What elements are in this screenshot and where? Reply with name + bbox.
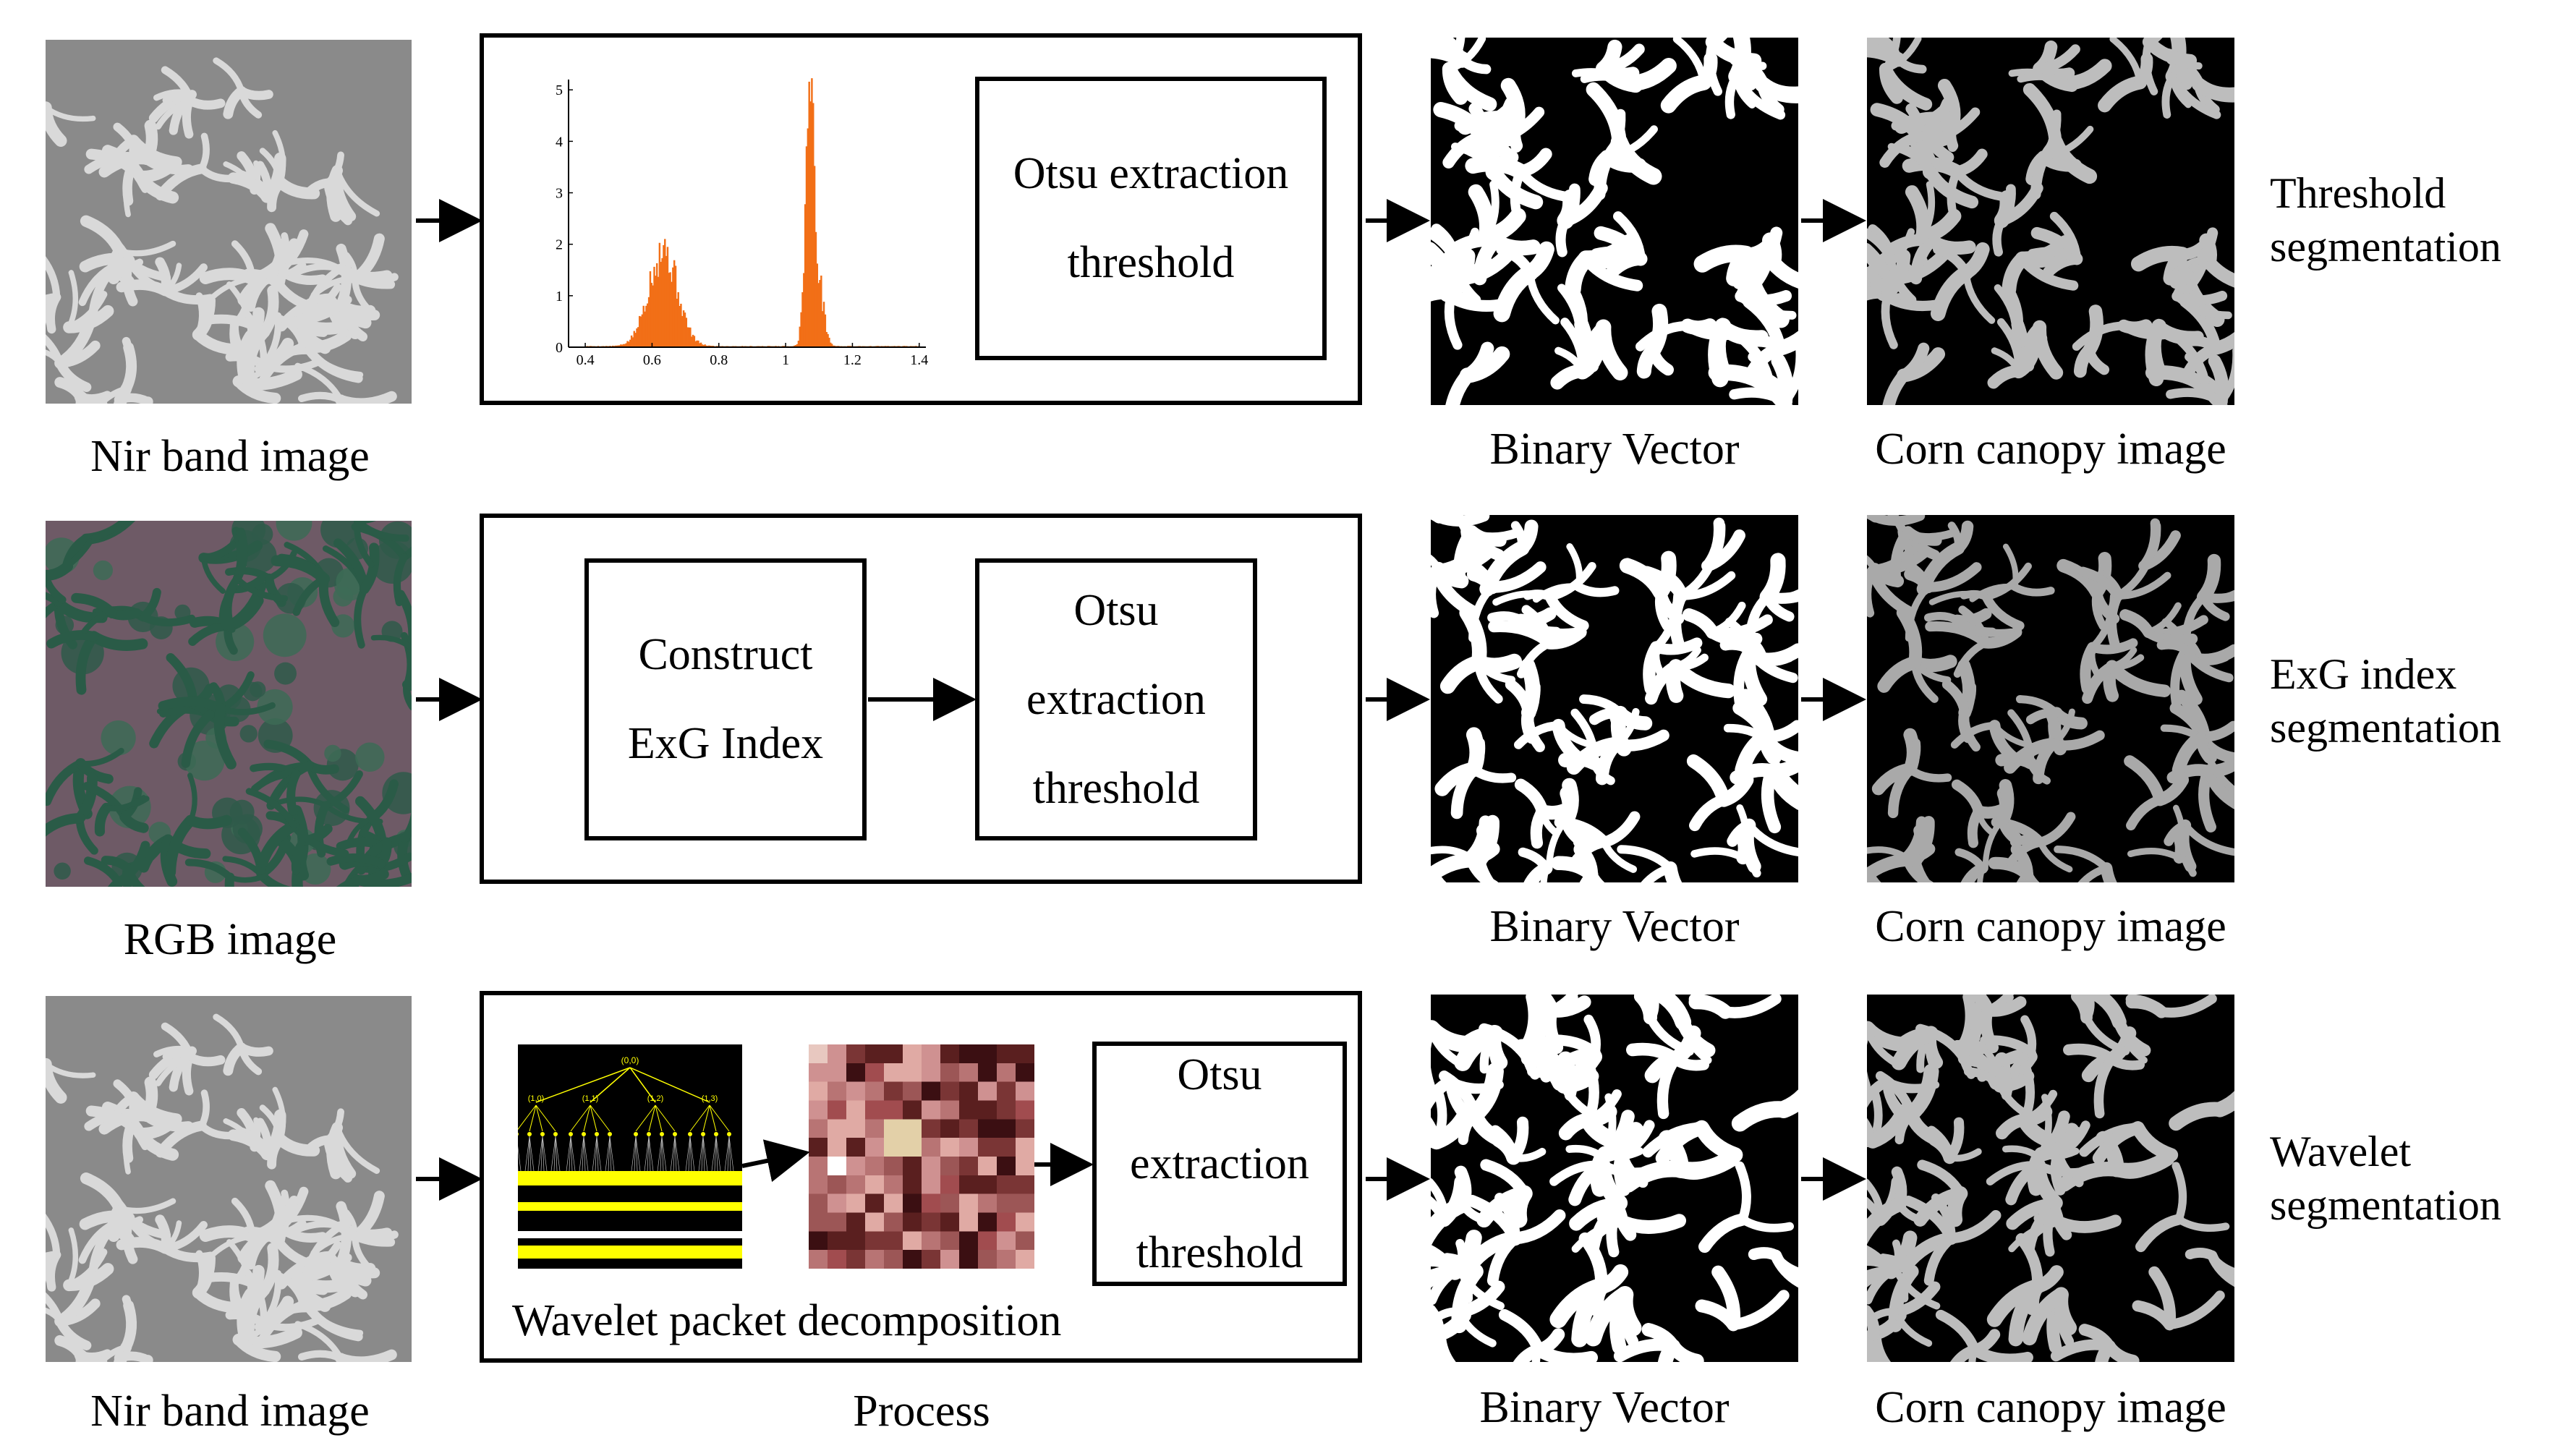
tree-level1-label: (1,3) (702, 1094, 718, 1103)
rgb-image (46, 521, 412, 887)
exg-box-line1: Construct (638, 630, 813, 679)
tree-level1-label: (1,0) (528, 1094, 545, 1103)
input-label: Nir band image (90, 432, 370, 481)
otsu-box-line2: extraction (1026, 674, 1206, 724)
wavelet-caption: Wavelet packet decomposition (512, 1296, 1062, 1345)
otsu-box-line3: threshold (1136, 1227, 1303, 1277)
histogram-bars (585, 78, 920, 348)
histogram-y-tick-label: 3 (556, 186, 563, 202)
binary-label: Binary Vector (1489, 902, 1740, 951)
canopy-label: Corn canopy image (1875, 425, 2226, 474)
tree-level1-label: (1,1) (582, 1094, 599, 1103)
histogram-y-tick-label: 2 (556, 237, 563, 253)
histogram-x-tick-label: 1.2 (843, 352, 862, 368)
wavelet-coefficient-grid (809, 1044, 1034, 1269)
histogram-x-tick-label: 1.4 (910, 352, 928, 368)
canopy-label: Corn canopy image (1875, 902, 2226, 951)
histogram-x-tick-label: 0.4 (577, 352, 595, 368)
binary-vector-image (1431, 995, 1798, 1362)
method-line2: segmentation (2270, 1181, 2501, 1229)
nir-band-image (46, 996, 412, 1362)
tree-level1-label: (1,2) (647, 1094, 664, 1103)
histogram-y-ticks: 0 1 2 3 4 5 (556, 82, 573, 356)
method-label-wavelet: Wavelet segmentation (2270, 1125, 2501, 1232)
histogram-y-tick-label: 0 (556, 340, 563, 356)
histogram-x-tick-label: 1 (782, 352, 789, 368)
wavelet-tree-image: (0,0) (1,0) (1,1) (1,2) (1,3) (518, 1044, 742, 1269)
method-line1: Threshold (2270, 169, 2446, 217)
method-line2: segmentation (2270, 704, 2501, 752)
method-line1: ExG index (2270, 650, 2457, 698)
binary-vector-image (1431, 38, 1798, 405)
nir-band-image (46, 40, 412, 404)
histogram-x-ticks: 0.4 0.6 0.8 1 1.2 1.4 (577, 343, 928, 368)
histogram-x-tick-label: 0.8 (710, 352, 728, 368)
tree-root-label: (0,0) (621, 1055, 639, 1065)
binary-vector-image (1431, 515, 1798, 882)
corn-canopy-image (1867, 995, 2234, 1362)
otsu-threshold-box-3: Otsu extraction threshold (1092, 1042, 1347, 1286)
binary-label: Binary Vector (1489, 425, 1740, 474)
canopy-label: Corn canopy image (1875, 1383, 2226, 1432)
exg-box-line2: ExG Index (627, 719, 824, 768)
histogram-chart: 0.4 0.6 0.8 1 1.2 1.4 0 1 2 3 4 5 (556, 78, 928, 368)
otsu-threshold-box-2: Otsu extraction threshold (975, 558, 1257, 840)
otsu-box-line2: extraction (1130, 1138, 1309, 1188)
histogram-y-tick-label: 1 (556, 289, 563, 305)
otsu-threshold-box-1: Otsu extraction threshold (975, 77, 1327, 360)
construct-exg-box: Construct ExG Index (584, 558, 867, 840)
corn-canopy-image (1867, 38, 2234, 405)
input-label: RGB image (123, 915, 337, 964)
otsu-box-line3: threshold (1032, 763, 1200, 813)
histogram-x-tick-label: 0.6 (643, 352, 661, 368)
input-label: Nir band image (90, 1387, 370, 1436)
otsu-box-line1: Otsu (1177, 1050, 1262, 1099)
process-label: Process (853, 1387, 990, 1436)
otsu-box-line1: Otsu (1073, 585, 1159, 635)
corn-canopy-image (1867, 515, 2234, 882)
otsu-box-line2: threshold (1067, 238, 1235, 287)
otsu-box-line1: Otsu extraction (1013, 149, 1289, 198)
method-line1: Wavelet (2270, 1128, 2412, 1175)
method-label-exg: ExG index segmentation (2270, 647, 2501, 754)
histogram-y-tick-label: 5 (556, 82, 563, 98)
histogram-y-tick-label: 4 (556, 134, 563, 150)
binary-label: Binary Vector (1479, 1383, 1730, 1432)
method-line2: segmentation (2270, 223, 2501, 271)
method-label-threshold: Threshold segmentation (2270, 166, 2501, 273)
